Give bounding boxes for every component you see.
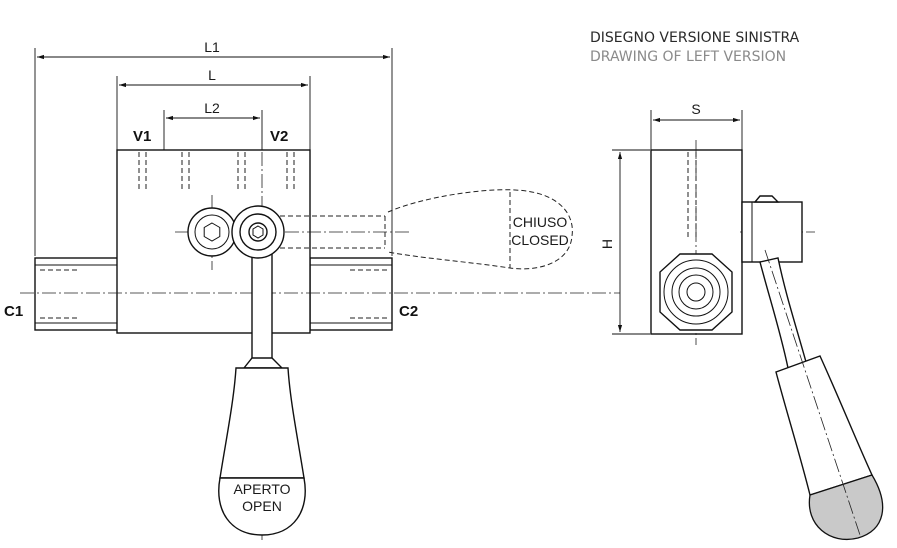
dimension-l1: L1 [34,39,393,256]
title-italian: DISEGNO VERSIONE SINISTRA [590,30,800,46]
lever-open: APERTO OPEN [218,239,306,536]
side-spindle-boss [741,195,803,263]
dimension-s: S [650,101,743,150]
spindle-hub [231,205,285,259]
port-v2-label: V2 [270,128,288,145]
dimension-h-label: H [599,239,615,249]
title-english: DRAWING OF LEFT VERSION [590,49,786,65]
dimension-l: L [116,67,311,150]
port-c2-label: C2 [399,303,418,320]
front-view: L1 L L2 V1 V2 C1 C2 [4,39,620,540]
dimension-h: H [599,149,650,335]
side-view: S H [599,101,884,540]
closed-lever-phantom: CHIUSO CLOSED [280,189,573,270]
open-label-en: OPEN [242,498,282,514]
closed-label-it: CHIUSO [513,214,568,230]
side-lever [759,249,884,540]
side-port-fitting [659,253,733,331]
dimension-l1-label: L1 [204,39,220,55]
dimension-l2: L2 [163,100,263,150]
hex-socket-plug [187,207,237,257]
title-block: DISEGNO VERSIONE SINISTRA DRAWING OF LEF… [590,30,800,65]
dimension-l2-label: L2 [204,100,220,116]
port-v1-label: V1 [133,128,151,145]
left-tube [34,257,119,331]
port-c1-label: C1 [4,303,23,320]
open-label-it: APERTO [233,481,290,497]
closed-label-en: CLOSED [511,232,569,248]
dimension-s-label: S [691,101,700,117]
hidden-port-lines [138,152,295,192]
dimension-l-label: L [208,67,216,83]
right-tube [309,257,393,331]
